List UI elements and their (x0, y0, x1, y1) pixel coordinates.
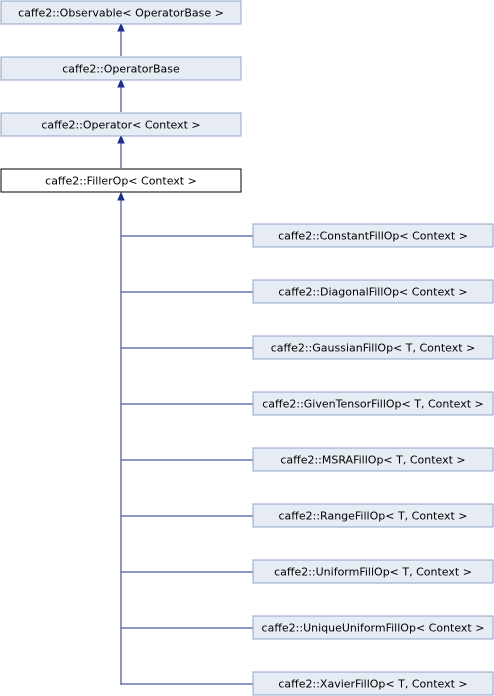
class-operator-label: caffe2::Operator< Context > (41, 119, 200, 132)
class-range-fill-op-label: caffe2::RangeFillOp< T, Context > (279, 510, 468, 523)
class-constant-fill-op-label: caffe2::ConstantFillOp< Context > (278, 230, 468, 243)
class-unique-uniform-fill-op[interactable]: caffe2::UniqueUniformFillOp< Context > (252, 615, 494, 640)
class-operator-base[interactable]: caffe2::OperatorBase (0, 56, 242, 81)
arrowhead-fillerop (117, 191, 125, 201)
class-observable[interactable]: caffe2::Observable< OperatorBase > (0, 0, 242, 25)
arrowhead-observable (117, 22, 125, 32)
class-observable-label: caffe2::Observable< OperatorBase > (18, 7, 224, 20)
class-gaussian-fill-op-label: caffe2::GaussianFillOp< T, Context > (271, 342, 476, 355)
base-chain-edges (117, 22, 125, 168)
arrowhead-operatorbase (117, 78, 125, 88)
class-operator-base-label: caffe2::OperatorBase (62, 63, 180, 76)
class-given-tensor-fill-op-label: caffe2::GivenTensorFillOp< T, Context > (262, 398, 484, 411)
class-diagonal-fill-op-label: caffe2::DiagonalFillOp< Context > (278, 286, 467, 299)
class-gaussian-fill-op[interactable]: caffe2::GaussianFillOp< T, Context > (252, 335, 494, 360)
class-diagonal-fill-op[interactable]: caffe2::DiagonalFillOp< Context > (252, 279, 494, 304)
class-xavier-fill-op-label: caffe2::XavierFillOp< T, Context > (278, 678, 467, 691)
class-given-tensor-fill-op[interactable]: caffe2::GivenTensorFillOp< T, Context > (252, 391, 494, 416)
class-unique-uniform-fill-op-label: caffe2::UniqueUniformFillOp< Context > (262, 622, 485, 635)
class-msra-fill-op[interactable]: caffe2::MSRAFillOp< T, Context > (252, 447, 494, 472)
class-operator[interactable]: caffe2::Operator< Context > (0, 112, 242, 137)
class-filler-op-current: caffe2::FillerOp< Context > (0, 168, 242, 193)
class-xavier-fill-op[interactable]: caffe2::XavierFillOp< T, Context > (252, 671, 494, 696)
class-constant-fill-op[interactable]: caffe2::ConstantFillOp< Context > (252, 223, 494, 248)
class-uniform-fill-op-label: caffe2::UniformFillOp< T, Context > (274, 566, 472, 579)
class-filler-op-label: caffe2::FillerOp< Context > (45, 175, 197, 188)
class-range-fill-op[interactable]: caffe2::RangeFillOp< T, Context > (252, 503, 494, 528)
derived-edges (117, 191, 253, 685)
class-msra-fill-op-label: caffe2::MSRAFillOp< T, Context > (280, 454, 465, 467)
arrowhead-operator (117, 134, 125, 144)
class-uniform-fill-op[interactable]: caffe2::UniformFillOp< T, Context > (252, 559, 494, 584)
